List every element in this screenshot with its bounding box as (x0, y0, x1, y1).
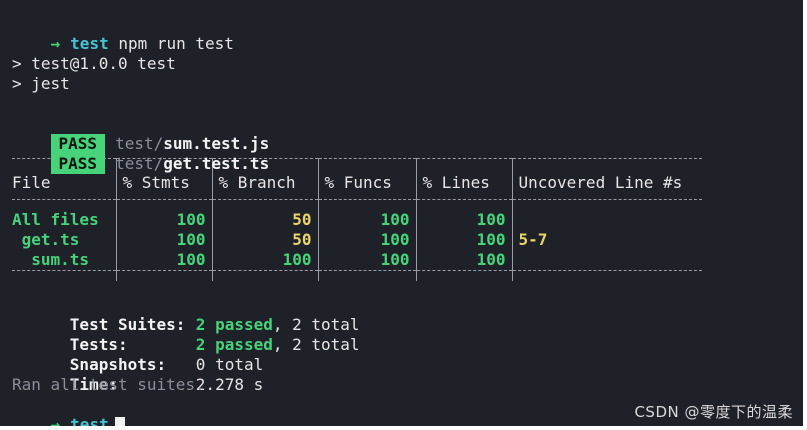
summary-suites: Test Suites: 2 passed, 2 total (12, 295, 791, 334)
coverage-funcs-cell: 100 (317, 250, 416, 271)
coverage-header-row: File % Stmts % Branch % Funcs % Lines Un… (12, 169, 702, 200)
coverage-header-cell: % Funcs (317, 169, 416, 200)
coverage-stmts-cell: 100 (115, 230, 212, 250)
test-file-name: sum.test.js (163, 134, 270, 153)
coverage-branch-cell: 100 (211, 250, 318, 271)
coverage-branch-cell: 50 (211, 210, 318, 230)
test-summary: Test Suites: 2 passed, 2 total Tests: 2 pa… (12, 295, 791, 395)
coverage-lines-cell: 100 (415, 250, 512, 271)
summary-tests: Tests: 2 passed, 2 total (12, 315, 791, 354)
prompt-command: npm run test (118, 34, 234, 53)
command-prompt-line: → test npm run test (12, 14, 791, 53)
prompt-arrow-icon: → (50, 415, 61, 426)
coverage-uncovered-cell (511, 210, 702, 230)
coverage-header-cell: % Branch (211, 169, 318, 200)
coverage-lines-cell: 100 (415, 210, 512, 230)
summary-label: Tests: (69, 335, 128, 354)
summary-ran: Ran all test suites. (12, 375, 205, 394)
coverage-header-cell: Uncovered Line #s (511, 169, 702, 200)
coverage-table: File % Stmts % Branch % Funcs % Lines Un… (12, 158, 702, 281)
test-file-name: get.test.ts (163, 154, 270, 173)
final-prompt-line[interactable]: → test (12, 395, 791, 426)
coverage-funcs-cell: 100 (317, 230, 416, 250)
coverage-header-cell: % Stmts (115, 169, 212, 200)
summary-label: Snapshots: (69, 355, 167, 374)
summary-total: , 2 total (272, 335, 360, 354)
csdn-watermark: CSDN @零度下的温柔 (634, 403, 793, 421)
test-file-dir: test/ (115, 134, 164, 153)
prompt-cwd: test (70, 34, 109, 53)
summary-snapshots: Snapshots: 0 total (12, 335, 791, 374)
test-file-dir: test/ (115, 154, 164, 173)
script-line: > test@1.0.0 test (12, 54, 176, 73)
coverage-lines-cell: 100 (415, 230, 512, 250)
coverage-uncovered-cell: 5-7 (511, 230, 702, 250)
pass-badge: PASS (50, 154, 106, 174)
coverage-file-cell: sum.ts (12, 250, 90, 269)
test-result-line: PASS test/sum.test.js (12, 114, 791, 154)
coverage-row: sum.ts 100 100 100 100 (12, 250, 702, 271)
summary-label: Time: (69, 375, 118, 394)
script-line: > jest (12, 74, 70, 93)
coverage-stmts-cell: 100 (115, 210, 212, 230)
coverage-row: get.ts 100 50 100 100 5-7 (12, 230, 702, 250)
prompt-cwd: test (70, 415, 109, 426)
test-result-line: PASS test/get.test.ts (12, 134, 791, 174)
summary-time: Time: 2.278 s (12, 355, 791, 394)
coverage-header-cell: File (12, 173, 51, 192)
summary-passed: 2 passed (195, 335, 273, 354)
coverage-file-cell: get.ts (12, 230, 80, 249)
coverage-row: All files 100 50 100 100 (12, 210, 702, 230)
summary-passed: 2 passed (195, 315, 273, 334)
prompt-arrow-icon: → (50, 34, 61, 53)
coverage-file-cell: All files (12, 210, 99, 229)
coverage-uncovered-cell (511, 250, 702, 271)
summary-total: , 2 total (272, 315, 360, 334)
coverage-header-cell: % Lines (415, 169, 512, 200)
summary-label: Test Suites: (69, 315, 186, 334)
coverage-funcs-cell: 100 (317, 210, 416, 230)
coverage-stmts-cell: 100 (115, 250, 212, 271)
text-cursor (114, 417, 125, 426)
pass-badge: PASS (50, 134, 106, 154)
summary-value: 0 total (195, 355, 264, 374)
summary-value: 2.278 s (195, 375, 264, 394)
coverage-branch-cell: 50 (211, 230, 318, 250)
